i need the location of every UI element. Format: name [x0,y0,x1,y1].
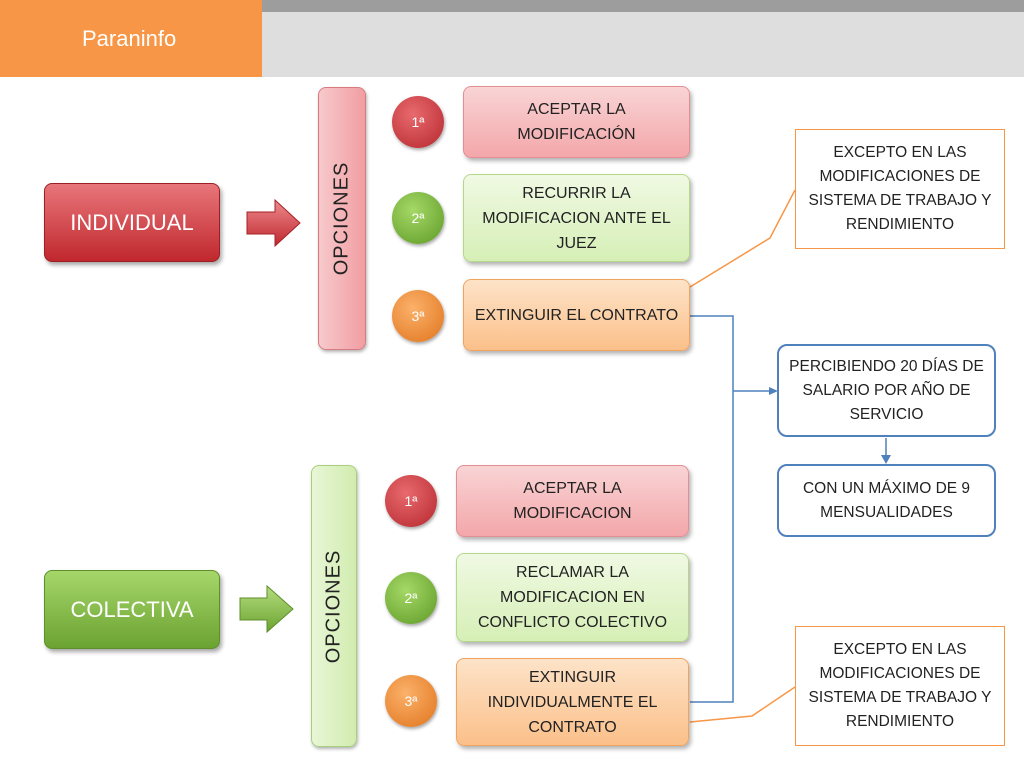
individual-option-3: EXTINGUIR EL CONTRATO [463,279,690,351]
bracket-arrowhead [769,387,778,395]
colectiva-options-bar: OPCIONES [311,465,357,747]
colectiva-option-2-text: RECLAMAR LA MODIFICACION EN CONFLICTO CO… [477,564,668,631]
individual-options-bar: OPCIONES [318,87,366,350]
compensation-max-box: CON UN MÁXIMO DE 9 MENSUALIDADES [777,464,996,537]
colectiva-option-1: ACEPTAR LA MODIFICACION [456,465,689,537]
individual-option-2-number: 2ª [392,192,444,244]
callout-line-colectiva [689,686,796,723]
compensation-box: PERCIBIENDO 20 DÍAS DE SALARIO POR AÑO D… [777,344,996,437]
header-brand-block [0,0,262,77]
arrow-individual-icon [246,198,301,248]
individual-option-3-text: EXTINGUIR EL CONTRATO [474,306,679,324]
colectiva-exception-text: EXCEPTO EN LAS MODIFICACIONES DE SISTEMA… [808,641,992,730]
individual-box: INDIVIDUAL [44,183,220,262]
individual-option-1: ACEPTAR LA MODIFICACIÓN [463,86,690,158]
individual-option-2: RECURRIR LA MODIFICACION ANTE EL JUEZ [463,174,690,262]
colectiva-box: COLECTIVA [44,570,220,649]
header-bar [262,0,1024,12]
header-title: Paraninfo [82,26,177,51]
individual-option-2-text: RECURRIR LA MODIFICACION ANTE EL JUEZ [482,184,671,252]
individual-exception-text: EXCEPTO EN LAS MODIFICACIONES DE SISTEMA… [808,144,992,233]
colectiva-option-1-number: 1ª [385,475,437,527]
individual-exception-note: EXCEPTO EN LAS MODIFICACIONES DE SISTEMA… [795,129,1005,249]
colectiva-option-3-number: 3ª [385,675,437,727]
colectiva-option-3-text: EXTINGUIR INDIVIDUALMENTE EL CONTRATO [487,668,658,736]
header-bar-light [262,12,1024,77]
colectiva-options-label: OPCIONES [322,549,345,663]
compensation-max-text: CON UN MÁXIMO DE 9 MENSUALIDADES [802,479,971,521]
colectiva-option-1-text: ACEPTAR LA MODIFICACION [513,480,632,522]
colectiva-option-3: EXTINGUIR INDIVIDUALMENTE EL CONTRATO [456,658,689,746]
callout-line-individual [689,189,796,288]
colectiva-exception-note: EXCEPTO EN LAS MODIFICACIONES DE SISTEMA… [795,626,1005,746]
individual-option-1-number: 1ª [392,96,444,148]
colectiva-option-2: RECLAMAR LA MODIFICACION EN CONFLICTO CO… [456,553,689,642]
compensation-link-arrowhead [881,455,891,464]
bracket-line [690,315,734,703]
colectiva-label: COLECTIVA [70,596,194,622]
individual-option-1-text: ACEPTAR LA MODIFICACIÓN [517,101,636,143]
individual-option-3-number: 3ª [392,290,444,342]
compensation-text: PERCIBIENDO 20 DÍAS DE SALARIO POR AÑO D… [789,357,984,423]
individual-label: INDIVIDUAL [70,209,194,235]
individual-options-label: OPCIONES [330,161,353,276]
arrow-colectiva-icon [239,584,294,634]
colectiva-option-2-number: 2ª [385,572,437,624]
